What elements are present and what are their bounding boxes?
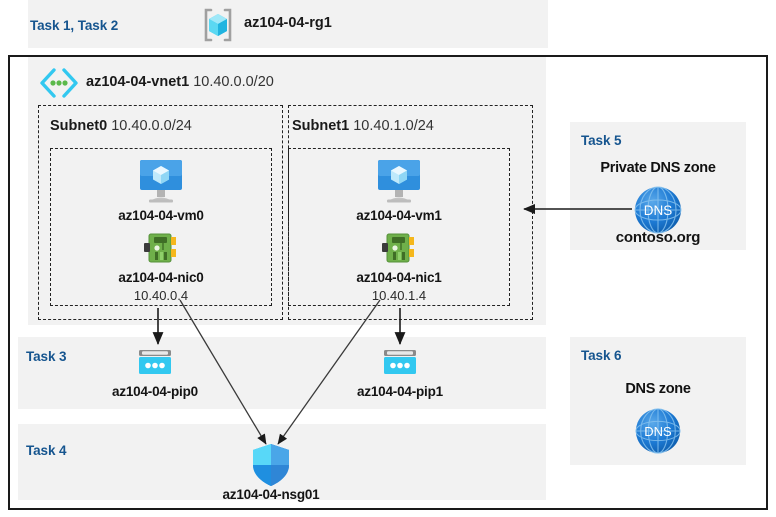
- subnet0-resources-boundary: [50, 148, 272, 306]
- resource-group-name: az104-04-rg1: [244, 15, 332, 31]
- nsg-label: az104-04-nsg01: [222, 487, 320, 502]
- resource-group-icon: [200, 7, 236, 43]
- resource-group-panel: [28, 0, 548, 48]
- subnet1-cidr: 10.40.1.0/24: [353, 118, 434, 134]
- task-label-3: Task 3: [26, 349, 67, 364]
- nic1-ip: 10.40.1.4: [371, 288, 427, 303]
- vm1-label: az104-04-vm1: [356, 208, 442, 223]
- virtual-machine-icon: [136, 158, 186, 204]
- vnet-cidr: 10.40.0.0/20: [193, 74, 274, 90]
- svg-text:DNS: DNS: [644, 203, 673, 218]
- vnet-panel: [28, 57, 546, 325]
- dns-zone-icon: DNS: [632, 184, 684, 236]
- pip1-label: az104-04-pip1: [357, 384, 443, 399]
- nic0-label: az104-04-nic0: [118, 270, 204, 285]
- subnet0-name: Subnet0: [50, 118, 108, 134]
- svg-text:DNS: DNS: [644, 424, 672, 439]
- vnet-boundary: [8, 55, 768, 510]
- task-label-4: Task 4: [26, 443, 67, 458]
- private-dns-heading: Private DNS zone: [600, 160, 716, 176]
- subnet0-title: Subnet0 10.40.0.0/24: [50, 118, 192, 134]
- virtual-network-icon: [38, 67, 78, 99]
- subnet0-boundary: [38, 105, 283, 320]
- subnet1-title: Subnet1 10.40.1.0/24: [292, 118, 434, 134]
- private-dns-name: contoso.org: [615, 229, 701, 246]
- public-dns-heading: DNS zone: [625, 381, 691, 397]
- vm0-label: az104-04-vm0: [118, 208, 204, 223]
- task-label-5: Task 5: [581, 133, 622, 148]
- resource-group-name-text: az104-04-rg1: [244, 15, 332, 31]
- subnet1-name: Subnet1: [292, 118, 350, 134]
- subnet0-cidr: 10.40.0.0/24: [111, 118, 192, 134]
- network-interface-icon: [381, 230, 417, 266]
- task-label-1-2: Task 1, Task 2: [30, 18, 119, 33]
- nic1-label: az104-04-nic1: [356, 270, 442, 285]
- subnet1-resources-boundary: [288, 148, 510, 306]
- vnet-title: az104-04-vnet1 10.40.0.0/20: [86, 74, 274, 90]
- network-interface-icon: [143, 230, 179, 266]
- vnet-name: az104-04-vnet1: [86, 74, 190, 90]
- public-ip-address-icon: [381, 348, 419, 380]
- network-security-group-icon: [251, 443, 291, 487]
- pip0-label: az104-04-pip0: [112, 384, 198, 399]
- dns-zone-icon: DNS: [633, 406, 683, 456]
- public-ip-address-icon: [136, 348, 174, 380]
- nic0-ip: 10.40.0.4: [133, 288, 189, 303]
- task-label-6: Task 6: [581, 348, 622, 363]
- virtual-machine-icon: [374, 158, 424, 204]
